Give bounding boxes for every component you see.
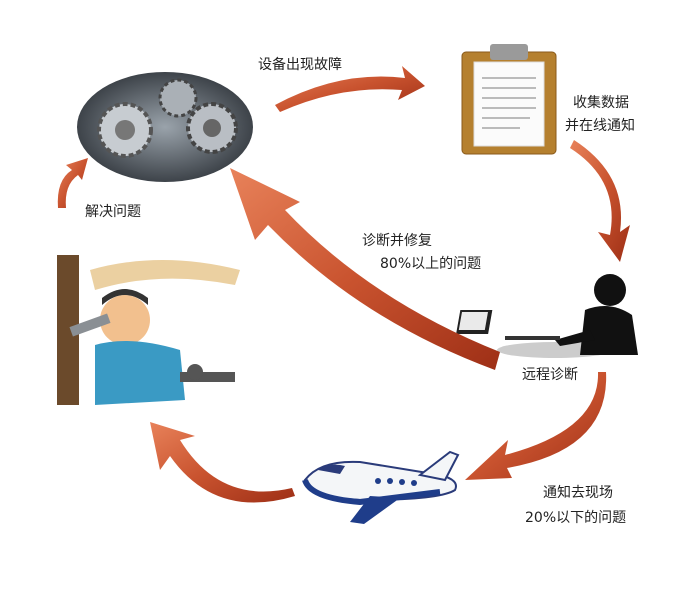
- arrow-remote-to-onsite: [465, 372, 607, 480]
- label-onsite-line2: 20%以下的问题: [525, 510, 627, 526]
- arrow-remote-to-fault: [230, 168, 500, 370]
- remote-technician-silhouette: [456, 274, 638, 358]
- label-diagnose-line2: 80%以上的问题: [380, 256, 482, 272]
- airplane-icon: [302, 450, 460, 524]
- label-diagnose-line1: 诊断并修复: [362, 233, 432, 249]
- label-collect-line2: 并在线通知: [565, 118, 635, 134]
- label-solve: 解决问题: [85, 204, 141, 220]
- arrow-solve-to-fault: [57, 158, 88, 208]
- gears-image: [77, 72, 253, 182]
- label-fault: 设备出现故障: [258, 57, 342, 73]
- arrow-fault-to-collect: [275, 66, 425, 112]
- label-remote: 远程诊断: [522, 367, 578, 383]
- arrow-collect-to-remote: [570, 140, 630, 262]
- repair-worker-image: [57, 255, 240, 405]
- label-onsite-line1: 通知去现场: [543, 485, 613, 501]
- clipboard-icon: [461, 44, 557, 155]
- arrow-onsite-to-solve: [150, 422, 295, 503]
- label-collect-line1: 收集数据: [573, 95, 629, 111]
